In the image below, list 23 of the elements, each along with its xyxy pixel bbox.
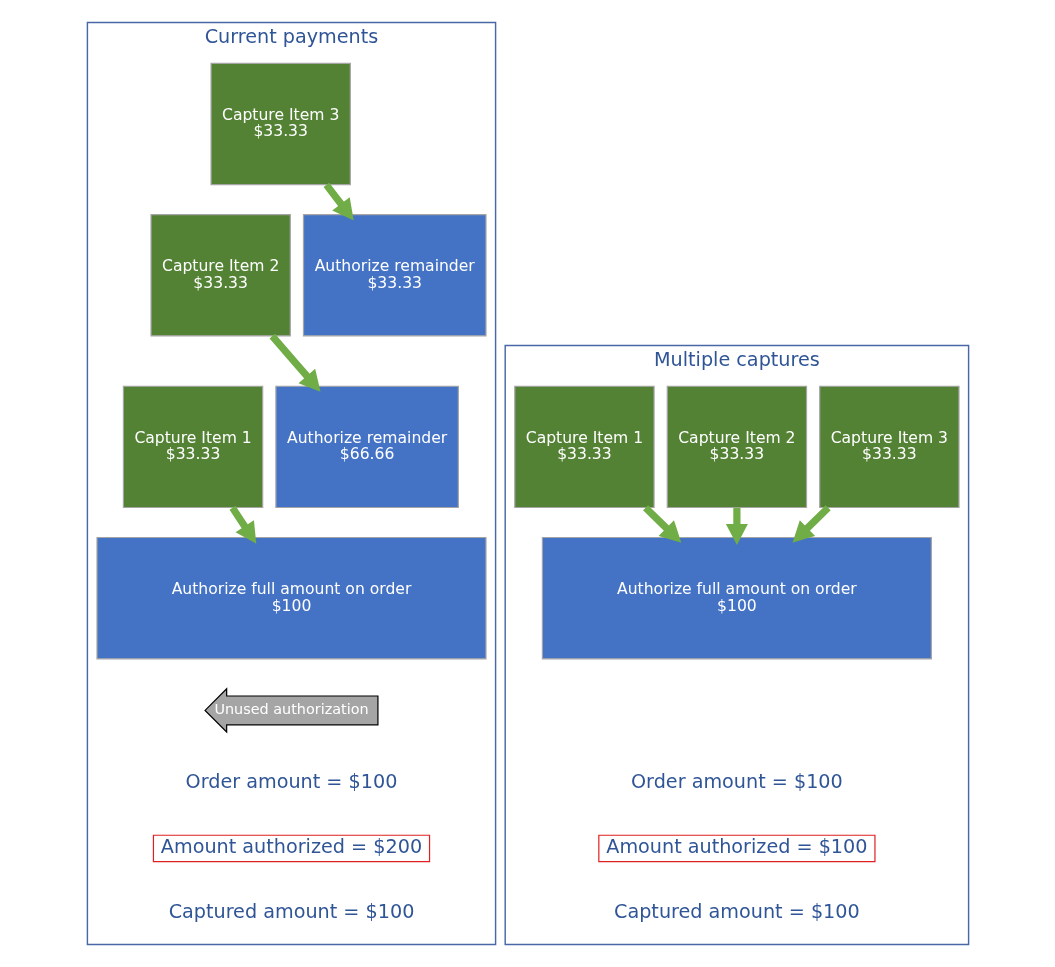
- arrow: [323, 182, 354, 221]
- node-box: Capture Item 3 $33.33: [209, 62, 351, 186]
- arrow: [269, 333, 320, 392]
- node-box: Capture Item 1 $33.33: [513, 385, 655, 509]
- node-box: Amount authorized = $100: [597, 834, 876, 863]
- label: Captured amount = $100: [613, 899, 860, 923]
- arrow: [725, 507, 748, 545]
- node-box: Authorize remainder $66.66: [274, 385, 459, 509]
- node-box: Amount authorized = $200: [152, 834, 430, 863]
- label: Order amount = $100: [185, 770, 397, 794]
- node-box: Capture Item 2 $33.33: [149, 214, 291, 337]
- label: Unused authorization: [213, 701, 369, 718]
- node-box: Capture Item 3 $33.33: [818, 385, 960, 509]
- arrow: [229, 505, 256, 544]
- label: Captured amount = $100: [168, 899, 414, 923]
- label: Order amount = $100: [630, 770, 843, 794]
- node-box: Authorize full amount on order $100: [95, 536, 487, 660]
- node-box: Authorize full amount on order $100: [541, 536, 932, 660]
- arrow: [642, 505, 681, 543]
- arrow: [792, 505, 831, 543]
- node-box: Capture Item 2 $33.33: [666, 385, 807, 509]
- node-box: Capture Item 1 $33.33: [122, 385, 263, 509]
- node-box: Authorize remainder $33.33: [302, 214, 487, 337]
